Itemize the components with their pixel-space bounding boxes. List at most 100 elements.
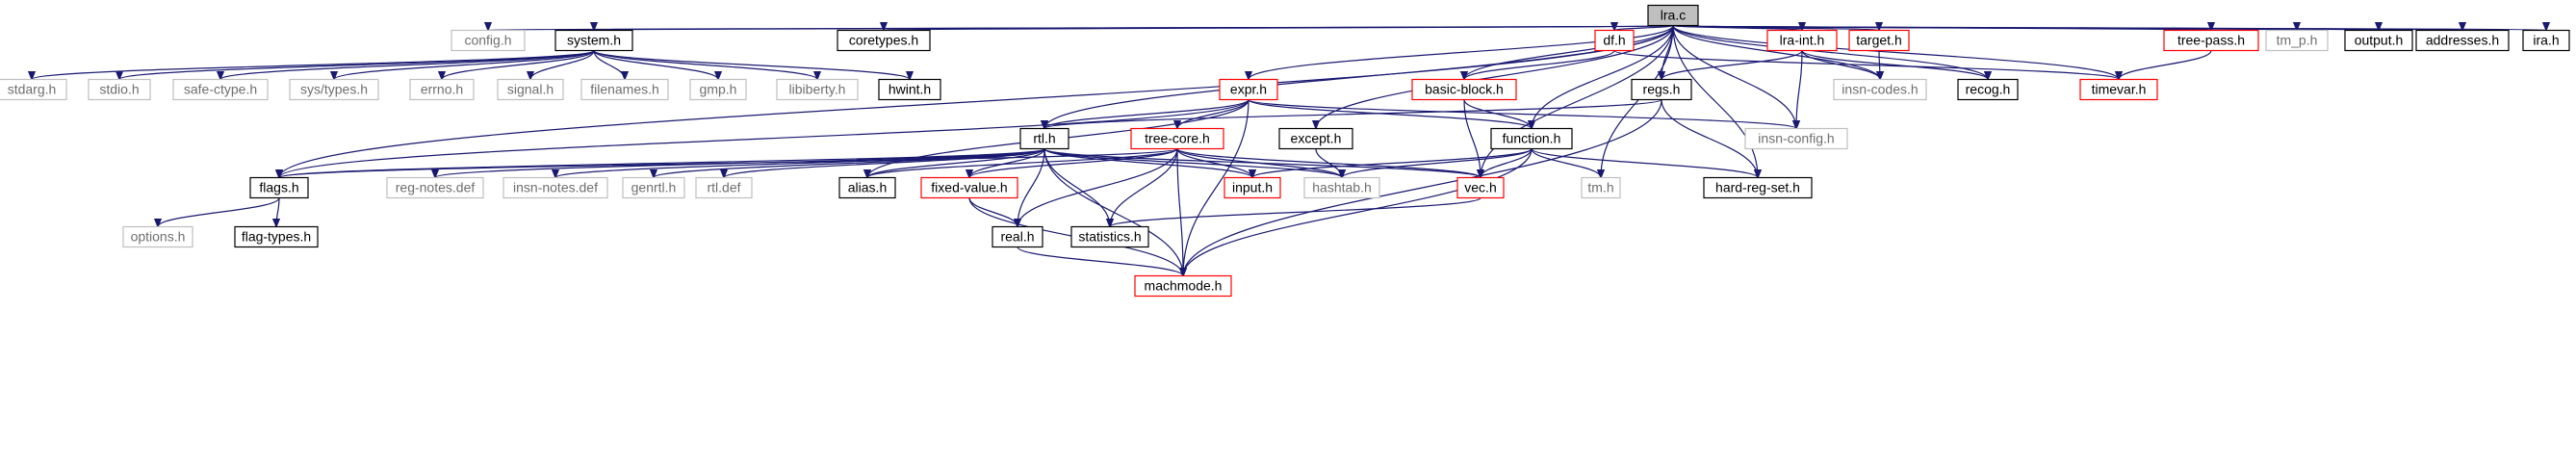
edge-lra-to-vec <box>1481 25 1674 178</box>
edge-rtl-to-hashtab <box>1043 147 1342 179</box>
node-addresses-box <box>2415 29 2510 52</box>
node-coretypes[interactable]: coretypes.h <box>837 29 931 52</box>
node-safectype[interactable]: safe-ctype.h <box>172 78 269 101</box>
edge-system-to-errno <box>442 49 595 81</box>
node-target[interactable]: target.h <box>1848 29 1910 52</box>
edge-expr-to-insnconfig <box>1248 98 1796 129</box>
node-errno-label: errno.h <box>421 82 463 97</box>
node-system[interactable]: system.h <box>554 29 633 52</box>
node-insnnotes-box <box>502 176 608 199</box>
node-flagtypes-label: flag-types.h <box>242 229 311 245</box>
edge-system-to-systypes <box>334 49 595 81</box>
node-regs[interactable]: regs.h <box>1631 78 1692 101</box>
node-tmp[interactable]: tm_p.h <box>2265 29 2329 52</box>
node-target-label: target.h <box>1856 33 1901 48</box>
node-libiberty-label: libiberty.h <box>789 82 846 97</box>
node-flags[interactable]: flags.h <box>249 176 309 199</box>
node-system-box <box>554 29 633 52</box>
node-libiberty-box <box>776 78 859 101</box>
node-treepass[interactable]: tree-pass.h <box>2163 29 2259 52</box>
edge-system-to-libiberty <box>593 49 817 81</box>
node-alias[interactable]: alias.h <box>838 176 896 199</box>
node-hardregset-box <box>1703 176 1813 199</box>
node-gmp[interactable]: gmp.h <box>689 78 747 101</box>
node-lra[interactable]: lra.c <box>1647 4 1699 27</box>
node-flagtypes-box <box>234 225 319 248</box>
edge-system-to-gmp <box>593 50 718 80</box>
edge-treecore-to-alias <box>867 147 1178 179</box>
node-alias-box <box>838 176 896 199</box>
node-insnconfig[interactable]: insn-config.h <box>1744 127 1848 150</box>
edge-lra-to-tm <box>1601 25 1674 178</box>
node-machmode[interactable]: machmode.h <box>1134 274 1232 298</box>
node-statistics[interactable]: statistics.h <box>1070 225 1149 248</box>
edge-expr-to-treecore <box>1177 99 1249 129</box>
edge-regs-to-rtl <box>1044 98 1662 129</box>
node-vec[interactable]: vec.h <box>1456 176 1505 199</box>
node-input-label: input.h <box>1232 180 1273 195</box>
edge-treecore-to-hashtab <box>1176 147 1342 179</box>
node-rtldef[interactable]: rtl.def <box>695 176 753 199</box>
node-systypes[interactable]: sys/types.h <box>289 78 379 101</box>
edge-function-to-hashtab <box>1342 147 1533 179</box>
node-lra-box <box>1647 4 1699 27</box>
node-except[interactable]: except.h <box>1278 127 1353 150</box>
node-libiberty[interactable]: libiberty.h <box>776 78 859 101</box>
node-recog[interactable]: recog.h <box>1957 78 2019 101</box>
node-input[interactable]: input.h <box>1224 176 1281 199</box>
node-input-box <box>1224 176 1281 199</box>
node-expr[interactable]: expr.h <box>1219 78 1278 101</box>
edge-rtl-to-insnnotes <box>555 147 1045 178</box>
node-df[interactable]: df.h <box>1594 29 1635 52</box>
node-timevar-box <box>2079 78 2158 101</box>
node-real[interactable]: real.h <box>992 225 1043 248</box>
node-rtl[interactable]: rtl.h <box>1019 127 1069 150</box>
node-timevar[interactable]: timevar.h <box>2079 78 2158 101</box>
node-tm[interactable]: tm.h <box>1581 176 1621 199</box>
node-tm-box <box>1581 176 1621 199</box>
edge-system-to-safectype <box>220 49 595 80</box>
node-real-box <box>992 225 1043 248</box>
node-hashtab[interactable]: hashtab.h <box>1303 176 1380 199</box>
node-genrtl[interactable]: genrtl.h <box>622 176 685 199</box>
node-genrtl-label: genrtl.h <box>631 180 677 195</box>
node-df-box <box>1594 29 1635 52</box>
node-expr-box <box>1219 78 1278 101</box>
node-output-box <box>2344 29 2413 52</box>
node-flagtypes[interactable]: flag-types.h <box>234 225 319 248</box>
edge-rtl-to-rtldef <box>724 147 1045 178</box>
node-insnnotes[interactable]: insn-notes.def <box>502 176 608 199</box>
edge-lra-to-hardregset <box>1672 25 1758 178</box>
node-addresses[interactable]: addresses.h <box>2415 29 2510 52</box>
edge-lra-to-expr <box>1249 24 1674 80</box>
node-timevar-label: timevar.h <box>2092 82 2147 97</box>
edge-treecore-to-real <box>1018 148 1178 227</box>
node-regnotes[interactable]: reg-notes.def <box>386 176 484 199</box>
node-treecore[interactable]: tree-core.h <box>1130 127 1224 150</box>
node-fixedvalue[interactable]: fixed-value.h <box>920 176 1018 199</box>
node-stdarg[interactable]: stdarg.h <box>0 78 67 101</box>
node-errno[interactable]: errno.h <box>409 78 475 101</box>
node-filenames[interactable]: filenames.h <box>580 78 669 101</box>
edge-lra-to-except <box>1316 25 1674 129</box>
node-hwint[interactable]: hwint.h <box>878 78 941 101</box>
node-lraint[interactable]: lra-int.h <box>1766 29 1838 52</box>
edge-treepass-to-timevar <box>2119 50 2212 80</box>
edge-regs-to-hardregset <box>1661 99 1758 178</box>
edge-lraint-to-recog <box>1801 49 1988 81</box>
node-ira[interactable]: ira.h <box>2522 29 2570 52</box>
node-basicblock[interactable]: basic-block.h <box>1411 78 1517 101</box>
node-function[interactable]: function.h <box>1490 127 1573 150</box>
edge-treecore-to-flags <box>279 147 1178 178</box>
node-config[interactable]: config.h <box>451 29 526 52</box>
node-hardregset[interactable]: hard-reg-set.h <box>1703 176 1813 199</box>
node-rtl-box <box>1019 127 1069 150</box>
node-stdio[interactable]: stdio.h <box>88 78 151 101</box>
edge-system-to-stdio <box>119 49 595 80</box>
node-insncodes[interactable]: insn-codes.h <box>1833 78 1927 101</box>
node-options[interactable]: options.h <box>122 225 193 248</box>
edge-function-to-machmode <box>1183 148 1533 276</box>
node-output[interactable]: output.h <box>2344 29 2413 52</box>
node-signal[interactable]: signal.h <box>497 78 564 101</box>
node-regnotes-label: reg-notes.def <box>396 180 476 195</box>
